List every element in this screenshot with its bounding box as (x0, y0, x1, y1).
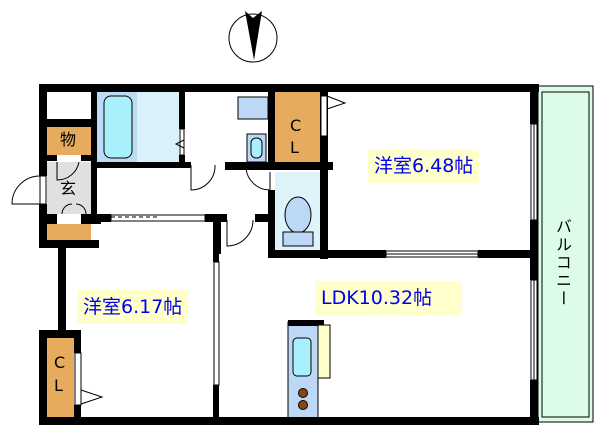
room-label-ldk: LDK10.32帖 (315, 281, 463, 315)
room-label-western-2: 洋室6.17帖 (77, 290, 189, 324)
room-label-western-1: 洋室6.48帖 (368, 149, 480, 183)
shoe-cupboard (47, 224, 91, 242)
closet-1-label-c: C (290, 116, 302, 135)
stove-burner-icon (298, 388, 308, 398)
washbasin-icon (237, 96, 269, 120)
walls (39, 84, 539, 425)
kitchen-side-counter (317, 324, 331, 379)
doors (11, 95, 347, 406)
storage (47, 127, 91, 155)
balcony-label: バルコニー (553, 218, 572, 308)
sink-icon (292, 337, 312, 377)
closet-2 (47, 338, 74, 418)
closet-1 (275, 92, 320, 162)
balcony (537, 85, 594, 423)
entrance-label: 玄 (60, 179, 77, 198)
stove-burner-icon (298, 400, 308, 410)
closet-2-label-l: L (54, 376, 63, 395)
bathtub-icon (103, 95, 133, 159)
windows (110, 123, 538, 386)
entrance-floor (47, 162, 91, 214)
storage-label: 物 (60, 130, 77, 149)
toilet-tank-icon (282, 231, 314, 247)
closet-2-label-c: C (54, 353, 66, 372)
toilet-icon (284, 196, 312, 234)
compass-icon (228, 11, 278, 63)
closet-1-label-l: L (290, 138, 299, 157)
